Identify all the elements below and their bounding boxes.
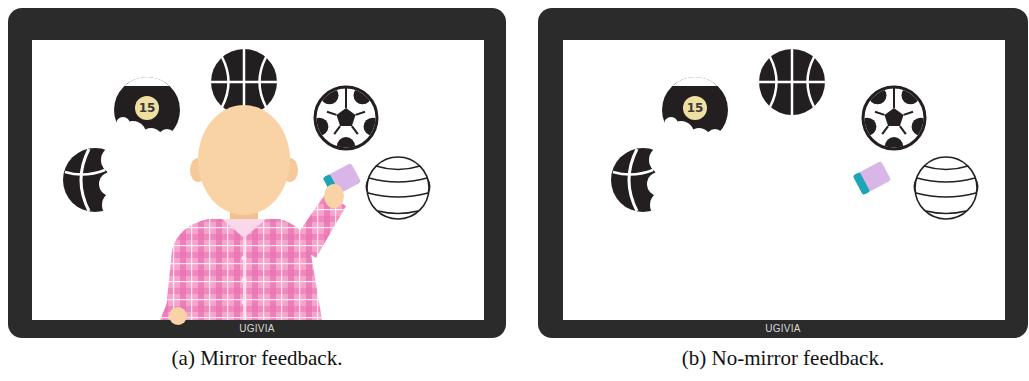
person-figure bbox=[160, 105, 361, 325]
brand-label: UGIVIA bbox=[8, 321, 506, 337]
soccer-ball bbox=[858, 86, 929, 155]
screen-a bbox=[32, 40, 484, 325]
black-ball bbox=[611, 148, 675, 212]
ball-number: 15 bbox=[661, 100, 729, 116]
soccer-ball bbox=[310, 86, 381, 155]
brand-label: UGIVIA bbox=[538, 321, 1028, 337]
basketball bbox=[759, 49, 825, 115]
volleyball bbox=[914, 157, 978, 219]
eraser bbox=[323, 163, 362, 197]
erased-area bbox=[99, 126, 185, 220]
monitor-frame: UGIVIA 15 bbox=[538, 8, 1028, 338]
eraser bbox=[853, 161, 892, 195]
volleyball bbox=[366, 157, 430, 219]
erased-area bbox=[647, 126, 733, 220]
pool-ball: 15 bbox=[113, 76, 181, 144]
pool-ball: 15 bbox=[661, 76, 729, 144]
figure-caption: (b) No-mirror feedback. bbox=[623, 346, 943, 371]
black-ball bbox=[63, 148, 127, 212]
ball-number: 15 bbox=[113, 100, 181, 116]
monitor-frame: UGIVIA 15 bbox=[8, 8, 506, 338]
screen-b bbox=[563, 40, 1005, 320]
figure-caption: (a) Mirror feedback. bbox=[97, 346, 417, 371]
basketball bbox=[211, 49, 277, 115]
